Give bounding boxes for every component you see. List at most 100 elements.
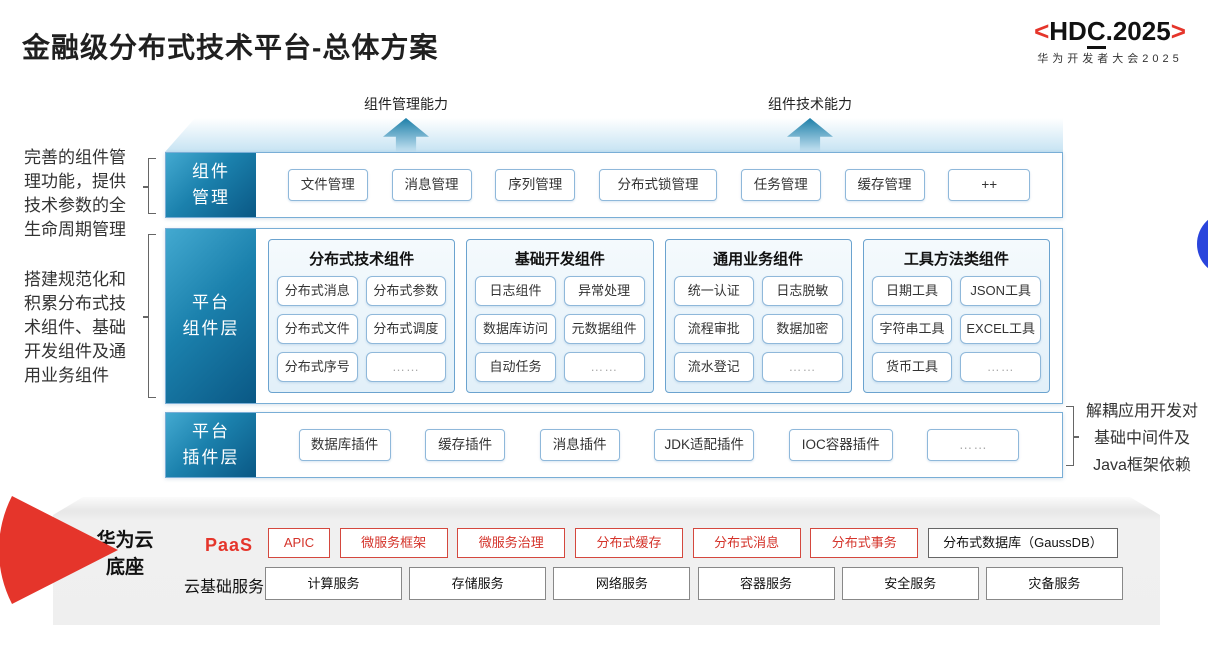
row-platform-plugins: 平台 插件层 数据库插件 缓存插件 消息插件 JDK适配插件 IOC容器插件 …… — [165, 412, 1063, 478]
plugin-box: JDK适配插件 — [654, 429, 755, 461]
paas-label: PaaS — [204, 535, 254, 555]
brace-row3 — [1066, 406, 1079, 466]
capability-label: 组件技术能力 — [768, 96, 852, 112]
row-label-component-management: 组件 管理 — [166, 153, 256, 217]
component-box-more: …… — [365, 352, 447, 382]
management-box: 文件管理 — [287, 169, 368, 201]
row-content: 数据库插件 缓存插件 消息插件 JDK适配插件 IOC容器插件 …… — [256, 413, 1062, 477]
row-label-platform-components: 平台 组件层 — [166, 229, 256, 403]
column-grid: 统一认证 日志脱敏 流程审批 数据加密 流水登记 …… — [673, 276, 843, 382]
component-box: 分布式参数 — [365, 276, 447, 306]
paas-service-box: 分布式消息 — [693, 528, 801, 558]
row-label-line: 插件层 — [182, 448, 240, 467]
component-box-more: …… — [960, 352, 1041, 382]
column-title: 分布式技术组件 — [309, 251, 415, 268]
plugin-box: 缓存插件 — [425, 429, 506, 461]
logo-subtitle: 华为开发者大会2025 — [1037, 53, 1183, 65]
column-title: 工具方法类组件 — [903, 251, 1009, 268]
column-basic-dev: 基础开发组件 日志组件 异常处理 数据库访问 元数据组件 自动任务 …… — [466, 239, 654, 393]
logo-text-year: .2025 — [1105, 16, 1171, 46]
component-box: 异常处理 — [563, 276, 645, 306]
component-box: 统一认证 — [673, 276, 755, 306]
red-wedge-shape — [0, 496, 118, 604]
foundation-label: 华为云 底座 — [85, 527, 165, 581]
iaas-service-box: 灾备服务 — [986, 567, 1123, 600]
brace-tick — [143, 316, 149, 318]
note-management: 完善的组件管理功能，提供技术参数的全生命周期管理 — [24, 148, 126, 239]
plugin-box-more: …… — [927, 429, 1020, 461]
iaas-service-box: 存储服务 — [409, 567, 546, 600]
management-box: 序列管理 — [495, 169, 576, 201]
note-plugins: 解耦应用开发对基础中间件及Java框架依赖 — [1085, 403, 1198, 474]
iaas-service-box: 计算服务 — [265, 567, 402, 600]
iaas-service-box: 容器服务 — [698, 567, 835, 600]
component-box: 分布式消息 — [277, 276, 358, 306]
component-box: 日志组件 — [475, 276, 556, 306]
component-box: 自动任务 — [475, 352, 556, 382]
iaas-service-box: 安全服务 — [842, 567, 979, 600]
column-common-business: 通用业务组件 统一认证 日志脱敏 流程审批 数据加密 流水登记 …… — [664, 239, 852, 393]
paas-service-box: 分布式缓存 — [575, 528, 683, 558]
component-box: JSON工具 — [960, 276, 1041, 306]
cloud-basic-services-row: 计算服务 存储服务 网络服务 容器服务 安全服务 灾备服务 — [265, 567, 1123, 600]
foundation-label-line: 华为云 — [96, 530, 154, 551]
glow-band — [165, 118, 1063, 152]
column-title: 基础开发组件 — [514, 251, 605, 268]
row-label-line: 平台 — [192, 422, 230, 441]
component-box: EXCEL工具 — [960, 314, 1041, 344]
page-title: 金融级分布式技术平台-总体方案 — [22, 32, 439, 63]
plugin-box: 消息插件 — [539, 429, 620, 461]
component-box: 分布式序号 — [277, 352, 358, 382]
paas-services-row: APIC 微服务框架 微服务治理 分布式缓存 分布式消息 分布式事务 分布式数据… — [268, 528, 1118, 558]
component-box-more: …… — [563, 352, 645, 382]
paas-service-box: 微服务治理 — [457, 528, 565, 558]
management-box: 分布式锁管理 — [599, 169, 717, 201]
column-grid: 分布式消息 分布式参数 分布式文件 分布式调度 分布式序号 …… — [277, 276, 447, 382]
row-label-platform-plugins: 平台 插件层 — [166, 413, 256, 477]
row-component-management: 组件 管理 文件管理 消息管理 序列管理 分布式锁管理 任务管理 缓存管理 ++ — [165, 152, 1063, 218]
component-box: 流程审批 — [673, 314, 755, 344]
component-box: 元数据组件 — [563, 314, 645, 344]
column-distributed-tech: 分布式技术组件 分布式消息 分布式参数 分布式文件 分布式调度 分布式序号 …… — [268, 239, 456, 393]
column-grid: 日志组件 异常处理 数据库访问 元数据组件 自动任务 …… — [475, 276, 645, 382]
component-box: 分布式文件 — [277, 314, 358, 344]
component-box: 数据加密 — [762, 314, 843, 344]
capability-label: 组件管理能力 — [364, 96, 448, 112]
huawei-cloud-foundation-panel: 华为云 底座 PaaS 云基础服务 APIC 微服务框架 微服务治理 分布式缓存… — [53, 497, 1160, 625]
hdc-logo-wordmark: <HDC.2025> — [1012, 16, 1208, 49]
row-platform-components: 平台 组件层 分布式技术组件 分布式消息 分布式参数 分布式文件 分布式调度 分… — [165, 228, 1063, 404]
component-box: 货币工具 — [871, 352, 953, 382]
logo-text-c: C — [1086, 16, 1106, 49]
foundation-label-line: 底座 — [105, 557, 144, 578]
row-content: 文件管理 消息管理 序列管理 分布式锁管理 任务管理 缓存管理 ++ — [256, 153, 1062, 217]
paas-service-box: APIC — [268, 528, 330, 558]
row-label-line: 组件层 — [182, 319, 240, 338]
column-grid: 日期工具 JSON工具 字符串工具 EXCEL工具 货币工具 …… — [871, 276, 1041, 382]
management-box: 消息管理 — [391, 169, 472, 201]
row-content: 分布式技术组件 分布式消息 分布式参数 分布式文件 分布式调度 分布式序号 ……… — [256, 229, 1062, 403]
note-components: 搭建规范化和积累分布式技术组件、基础开发组件及通用业务组件 — [24, 270, 126, 385]
logo-right-bracket-icon: > — [1170, 16, 1186, 46]
red-wedge-icon — [0, 496, 118, 604]
column-title: 通用业务组件 — [713, 251, 804, 268]
logo-text-hd: HD — [1049, 16, 1087, 46]
management-box: 任务管理 — [740, 169, 821, 201]
row-label-line: 平台 — [192, 293, 230, 312]
component-box: 字符串工具 — [871, 314, 953, 344]
component-box: 流水登记 — [673, 352, 755, 382]
row-label-line: 管理 — [192, 188, 230, 207]
row-label-line: 组件 — [192, 162, 230, 181]
management-box: ++ — [948, 169, 1031, 201]
paas-service-box: 微服务框架 — [340, 528, 448, 558]
component-box: 日志脱敏 — [762, 276, 843, 306]
brace-row1 — [143, 158, 156, 214]
brace-tick — [143, 186, 149, 188]
paas-service-box: 分布式事务 — [810, 528, 918, 558]
column-tool-methods: 工具方法类组件 日期工具 JSON工具 字符串工具 EXCEL工具 货币工具 …… — [862, 239, 1050, 393]
decorative-circle — [1197, 212, 1208, 276]
paas-gaussdb-box: 分布式数据库（GaussDB） — [928, 528, 1118, 558]
component-box: 数据库访问 — [475, 314, 556, 344]
component-box: 日期工具 — [871, 276, 953, 306]
component-box-more: …… — [762, 352, 843, 382]
